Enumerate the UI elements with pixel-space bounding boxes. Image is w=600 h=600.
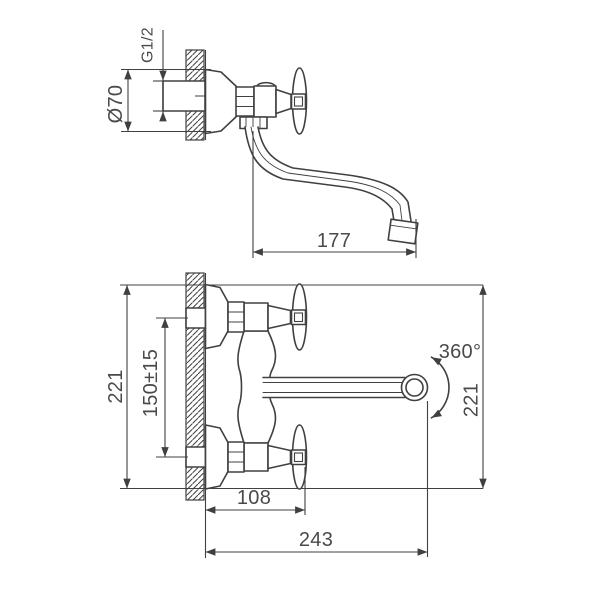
- label-swivel-angle: 360°: [439, 341, 482, 363]
- inlet-square-bottom: [185, 446, 207, 468]
- front-view: 221 150±15 221 360° 108 243: [105, 272, 487, 558]
- spout-front-fill: [263, 377, 404, 398]
- label-height-left: 221: [105, 369, 127, 403]
- label-flange-diameter: Ø70: [105, 85, 127, 124]
- escutcheon-side: [204, 68, 239, 135]
- handle-cone-side: [275, 88, 292, 115]
- spout-tip-inner: [405, 378, 424, 397]
- aerator: [387, 218, 419, 245]
- side-view: G1/2 Ø70 177: [105, 27, 419, 258]
- label-thread: G1/2: [140, 27, 157, 63]
- stem-square-side-inner: [293, 96, 304, 107]
- hex-nut-side: [235, 86, 255, 117]
- escutcheon-bottom: [204, 424, 229, 490]
- spout-side-outer: [257, 126, 412, 222]
- spout-side-midline: [250, 126, 403, 222]
- swivel-collar: [239, 116, 268, 130]
- stem-square-side: [290, 93, 307, 110]
- spout-side-fill: [245, 127, 411, 221]
- valve-body-side: [253, 85, 277, 118]
- stem-square-bottom: [290, 449, 307, 466]
- escutcheon-top: [204, 283, 229, 350]
- inlet-square-top: [185, 307, 207, 329]
- label-height-right: 221: [461, 383, 483, 417]
- label-spout-reach: 177: [317, 230, 351, 252]
- label-inlet-centers: 150±15: [140, 349, 162, 417]
- handle-cone-bottom: [267, 444, 292, 470]
- valve-body-top: [243, 302, 269, 332]
- hex-nut-bottom: [227, 441, 245, 473]
- label-wall-to-handle: 108: [237, 487, 271, 509]
- wall-section-front: [185, 272, 205, 501]
- label-wall-to-spout-tip: 243: [299, 529, 333, 551]
- handle-cone-top: [267, 304, 292, 330]
- spout-side-inner: [244, 126, 395, 222]
- valve-body-bottom: [243, 442, 269, 472]
- stem-square-bottom-inner: [293, 452, 304, 463]
- hex-nut-top: [227, 301, 245, 333]
- stem-square-top: [290, 309, 307, 326]
- stem-square-top-inner: [293, 312, 304, 323]
- swivel-arrow: [430, 356, 450, 419]
- valve-body-dome: [256, 81, 276, 87]
